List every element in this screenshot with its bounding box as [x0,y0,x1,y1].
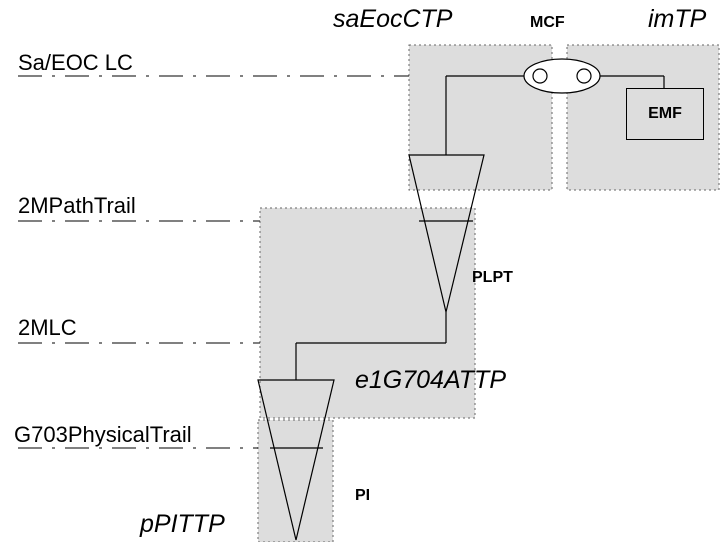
emf-label: EMF [648,105,682,122]
emf-box: EMF [626,88,704,140]
ppittp-region [257,419,334,542]
2mlc-label: 2MLC [18,315,77,340]
e1g704attp-label: e1G704ATTP [355,366,507,394]
mcf-port-left [532,68,548,84]
g703-physical-trail-label: G703PhysicalTrail [14,422,192,447]
ppittp-label: pPITTP [140,510,225,538]
plpt-triangle [408,154,485,313]
imtp-label: imTP [648,5,707,33]
sa-eoc-lc-label: Sa/EOC LC [18,50,133,75]
pi-triangle [257,379,335,541]
2mpathtrail-label: 2MPathTrail [18,193,136,218]
mcf-port-right [576,68,592,84]
saeocctp-label: saEocCTP [333,5,453,33]
e1g704attp-region [259,207,476,419]
pi-label: PI [355,487,371,504]
plpt-label: PLPT [472,269,513,286]
mcf-ellipse [523,58,601,94]
mcf-label: MCF [530,14,565,31]
